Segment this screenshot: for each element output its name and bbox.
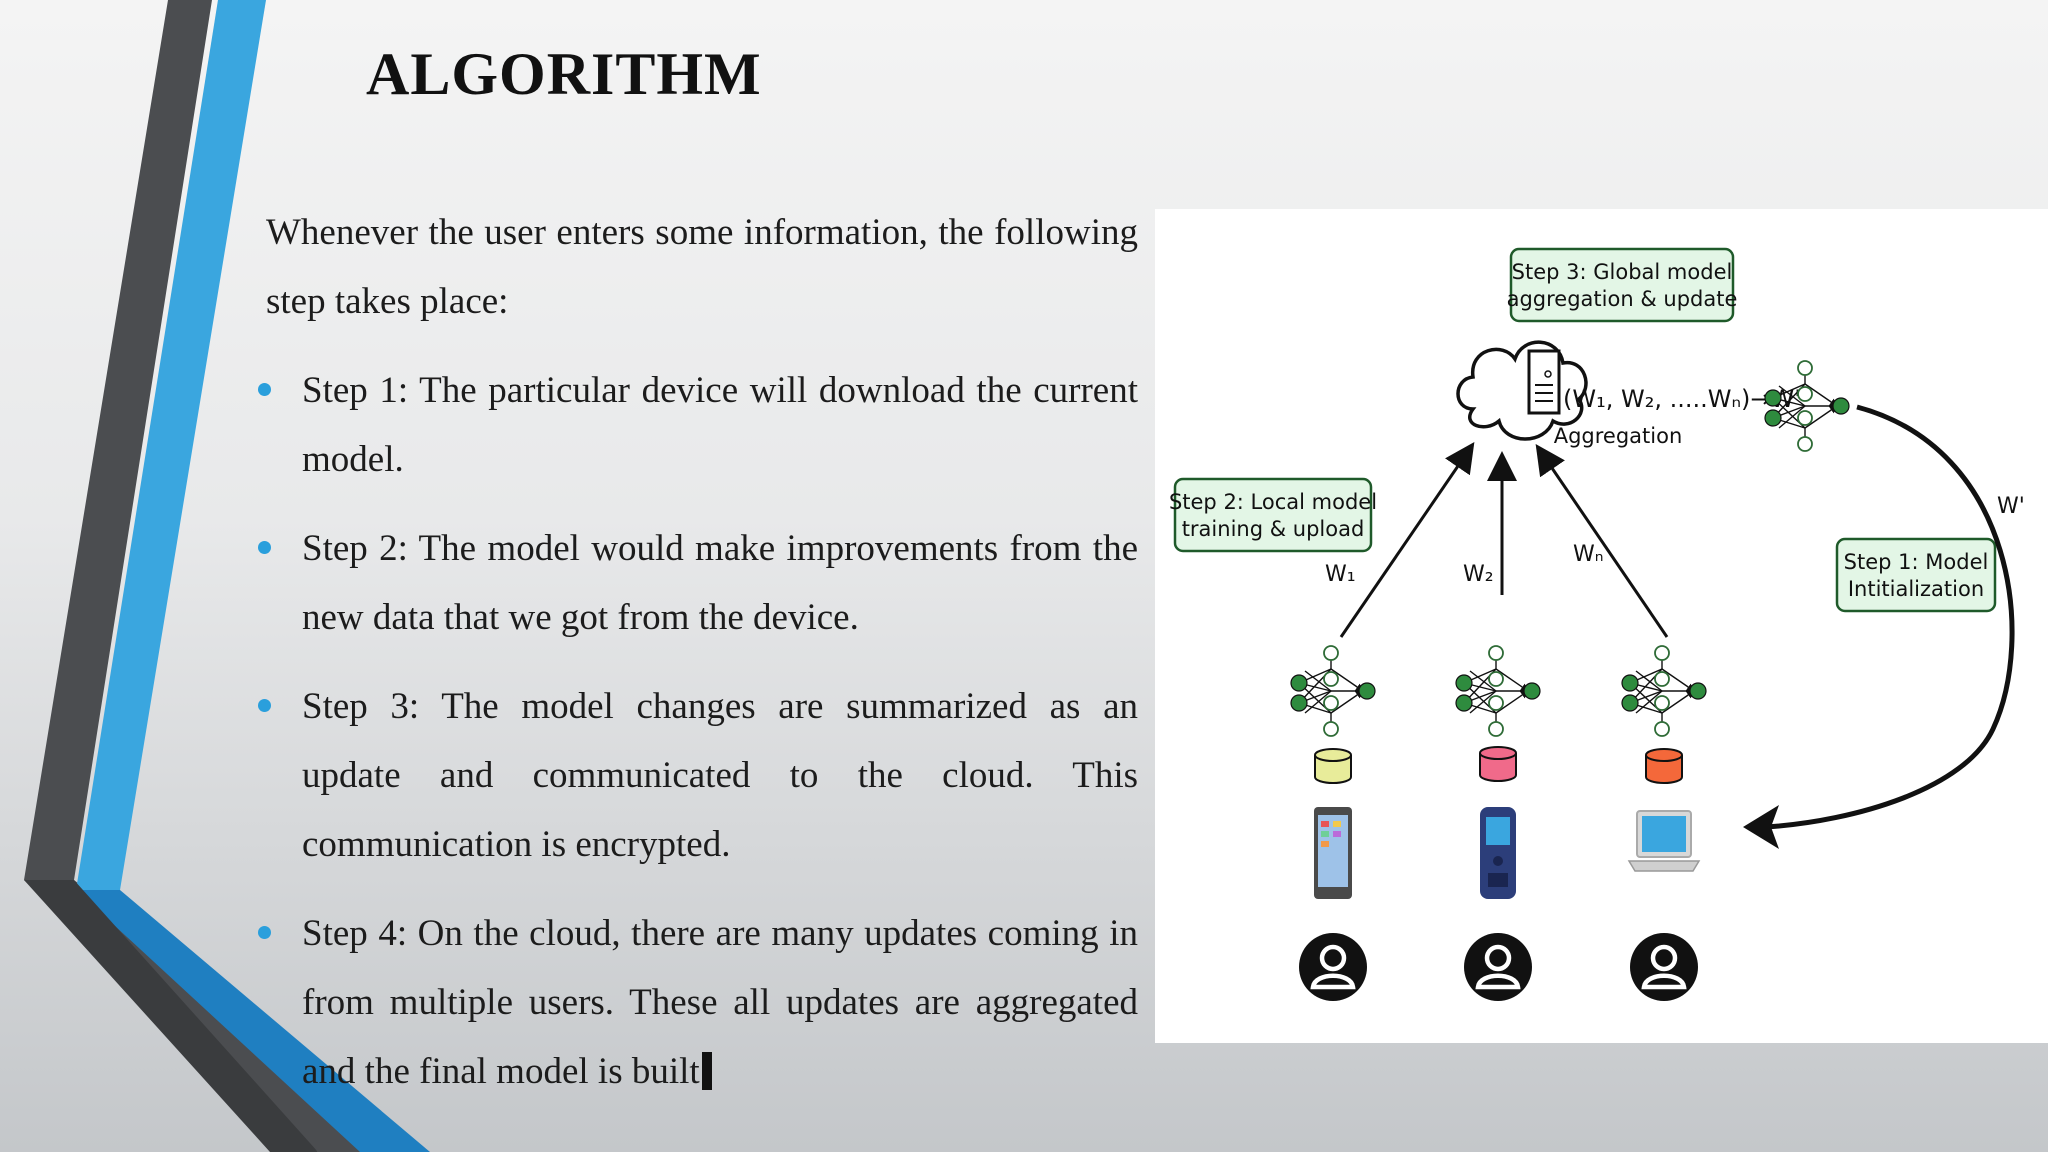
list-item: Step 2: The model would make improvement… [256, 514, 1138, 652]
step3-line1: Step 3: Global model [1512, 260, 1733, 284]
weight-w1: W₁ [1325, 562, 1356, 587]
step3-label: Step 3: Global model aggregation & updat… [1507, 247, 1738, 323]
neural-network-icon [1622, 646, 1706, 736]
weight-wn: Wₙ [1573, 542, 1604, 567]
steps-list: Step 1: The particular device will downl… [256, 356, 1138, 1106]
broadcast-arc [1766, 404, 2015, 830]
step-1-text: Step 1: The particular device will downl… [302, 370, 1138, 480]
bullet-dot [258, 699, 271, 712]
step1-label: Step 1: Model Intitialization [1835, 537, 1997, 613]
step1-line1: Step 1: Model [1844, 550, 1989, 574]
step1-line2: Intitialization [1848, 577, 1984, 601]
bullet-dot [258, 541, 271, 554]
user-icon [1299, 933, 1367, 1001]
list-item: Step 3: The model changes are summarized… [256, 672, 1138, 879]
smartphone-icon [1314, 807, 1352, 899]
step-4-text: Step 4: On the cloud, there are many upd… [302, 913, 1138, 1092]
aggregation-formula: (W₁, W₂, .....Wₙ)→W' [1563, 385, 1801, 413]
upload-arrow-1 [1339, 442, 1475, 638]
text-cursor [701, 1052, 712, 1090]
neural-network-icon [1456, 646, 1540, 736]
weight-w2: W₂ [1463, 562, 1494, 587]
bullet-dot [258, 926, 271, 939]
feature-phone-icon [1480, 807, 1516, 899]
neural-network-icon [1291, 646, 1375, 736]
bullet-dot [258, 383, 271, 396]
step-3-text: Step 3: The model changes are summarized… [302, 686, 1138, 865]
user-icon [1630, 933, 1698, 1001]
step2-line1: Step 2: Local model [1169, 490, 1377, 514]
slide-title: ALGORITHM [366, 41, 762, 107]
database-icon [1314, 748, 1352, 784]
step2-label: Step 2: Local model training & upload [1169, 477, 1377, 553]
step3-line2: aggregation & update [1507, 287, 1738, 311]
step-2-text: Step 2: The model would make improvement… [302, 528, 1138, 638]
user-icon [1464, 933, 1532, 1001]
aggregation-label: Aggregation [1554, 424, 1683, 448]
federated-learning-diagram: Step 3: Global model aggregation & updat… [1169, 247, 2025, 1043]
database-icon [1479, 746, 1517, 782]
intro-text: Whenever the user enters some informatio… [266, 212, 1138, 322]
diagram-image: Step 3: Global model aggregation & updat… [1155, 209, 2048, 1043]
server-icon [1527, 349, 1561, 415]
list-item: Step 4: On the cloud, there are many upd… [256, 899, 1138, 1106]
broadcast-arrowhead [1743, 805, 1779, 849]
weight-w-prime: W' [1997, 494, 2025, 519]
laptop-icon [1627, 810, 1701, 872]
upload-arrow-n [1535, 444, 1669, 638]
list-item: Step 1: The particular device will downl… [256, 356, 1138, 494]
step2-line2: training & upload [1182, 517, 1365, 541]
database-icon [1645, 748, 1683, 784]
slide-body: Whenever the user enters some informatio… [256, 198, 1138, 1126]
